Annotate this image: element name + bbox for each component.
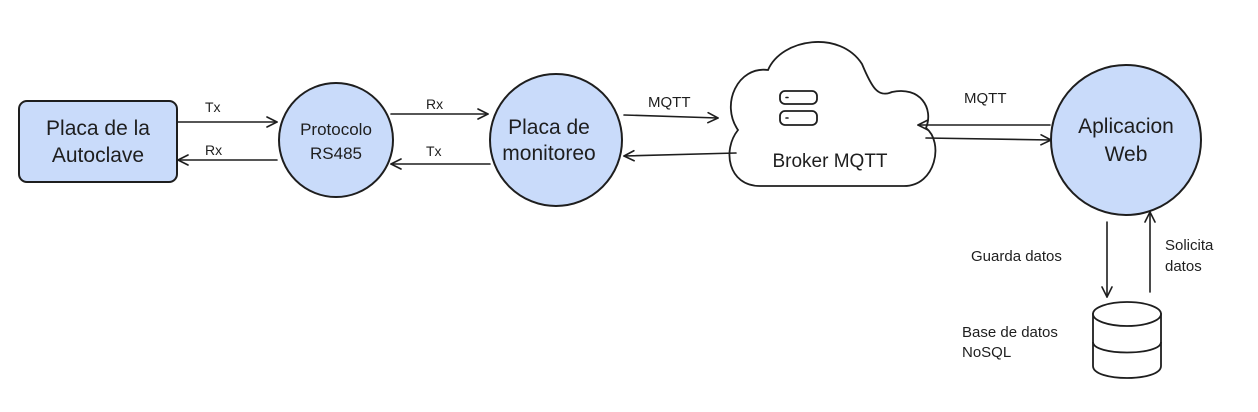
monitor-label-line1: Placa de [508,116,590,139]
edge-label-tx-autoclave: Tx [205,99,221,115]
edge-label-solicita-line1: Solicita [1165,237,1214,254]
monitor-circle [489,73,623,207]
node-broker: Broker MQTT [728,41,937,187]
edge-broker-webapp: MQTT [917,90,1052,146]
server-icon [779,90,818,126]
node-autoclave: Placa de la Autoclave [18,100,178,183]
edge-label-rx-autoclave: Rx [205,142,222,158]
edge-label-mqtt-webapp: MQTT [964,90,1007,107]
edge-label-rx-monitor: Rx [426,96,443,112]
edge-label-mqtt-monitor: MQTT [648,94,691,111]
autoclave-label-line1: Placa de la [46,117,150,140]
edge-label-tx-monitor: Tx [426,143,442,159]
arrow-mqtt-monitor-broker [623,111,719,124]
edge-broker-to-monitor [623,149,737,162]
protocol-label-line2: RS485 [310,144,362,163]
database-icon [1092,301,1162,379]
webapp-label-line2: Web [1105,143,1148,166]
webapp-circle [1050,64,1202,216]
webapp-label-line1: Aplicacion [1078,115,1174,138]
edge-label-solicita-line2: datos [1165,258,1202,275]
node-database: Base de datos NoSQL [962,301,1162,379]
protocol-label-line1: Protocolo [300,120,372,139]
protocol-circle [278,82,394,198]
edge-protocol-to-monitor: Rx [390,96,489,120]
database-label-line2: NoSQL [962,344,1011,361]
node-monitor: Placa de monitoreo [489,73,623,207]
edge-monitor-to-broker: MQTT [623,94,719,124]
edge-webapp-to-db: Guarda datos [971,221,1113,298]
edge-label-guarda-datos: Guarda datos [971,248,1062,265]
edge-autoclave-to-protocol: Tx [177,99,278,128]
node-protocol: Protocolo RS485 [278,82,394,198]
autoclave-label-line2: Autoclave [52,144,144,167]
edge-monitor-to-protocol: Tx [390,143,491,170]
edge-db-to-webapp: Solicita datos [1144,211,1214,293]
node-webapp: Aplicacion Web [1050,64,1202,216]
edge-protocol-to-autoclave: Rx [177,142,278,166]
database-label-line1: Base de datos [962,324,1058,341]
arrow-broker-webapp [925,134,1052,146]
autoclave-box [18,100,178,183]
monitor-label-line2: monitoreo [502,142,595,165]
arrow-broker-monitor [623,149,737,162]
broker-label: Broker MQTT [772,151,887,172]
